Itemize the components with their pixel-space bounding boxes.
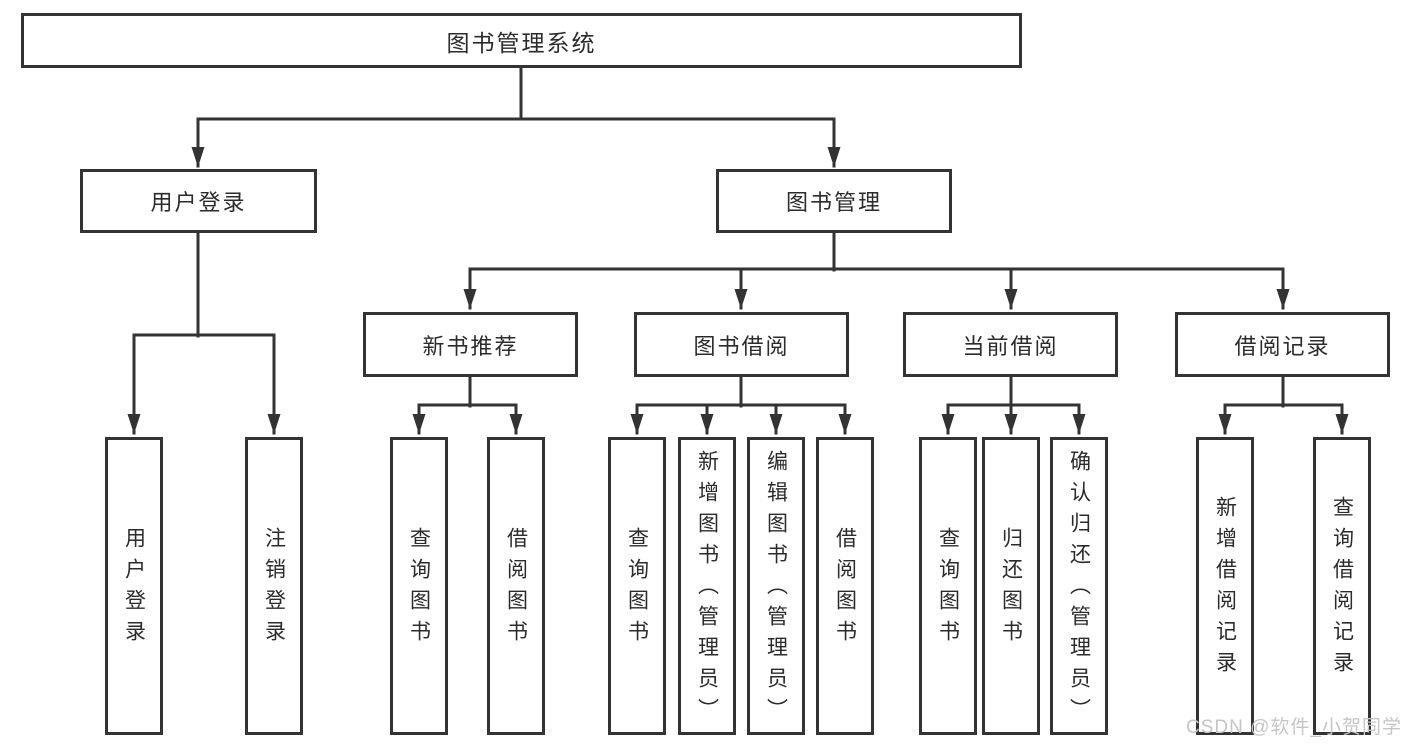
node-leaf-borrow-books: 借阅图书	[816, 437, 874, 735]
node-leaf-borrow-books-recommend: 借阅图书	[487, 437, 545, 735]
node-book-borrowing: 图书借阅	[634, 312, 849, 377]
node-leaf-add-borrow-record: 新增借阅记录	[1196, 437, 1254, 735]
node-leaf-query-borrow-record: 查询借阅记录	[1313, 437, 1371, 735]
node-leaf-edit-book-admin: 编辑图书（管理员）	[747, 437, 805, 735]
node-leaf-query-books-current: 查询图书	[919, 437, 977, 735]
node-leaf-add-book-admin: 新增图书（管理员）	[678, 437, 736, 735]
node-leaf-return-books: 归还图书	[982, 437, 1040, 735]
node-book-management: 图书管理	[716, 169, 952, 233]
node-current-borrowing: 当前借阅	[903, 312, 1118, 377]
node-leaf-query-books-borrowing: 查询图书	[608, 437, 666, 735]
node-leaf-query-books-recommend: 查询图书	[390, 437, 448, 735]
node-borrowing-records: 借阅记录	[1175, 312, 1390, 377]
node-library-management-system: 图书管理系统	[21, 13, 1022, 68]
node-leaf-logout: 注销登录	[245, 437, 303, 735]
node-new-book-recommendation: 新书推荐	[363, 312, 578, 377]
csdn-watermark: CSDN @软件_小贺同学	[1186, 717, 1402, 738]
node-leaf-user-login: 用户登录	[105, 437, 163, 735]
node-user-login: 用户登录	[80, 169, 317, 233]
node-leaf-confirm-return-admin: 确认归还（管理员）	[1050, 437, 1108, 735]
